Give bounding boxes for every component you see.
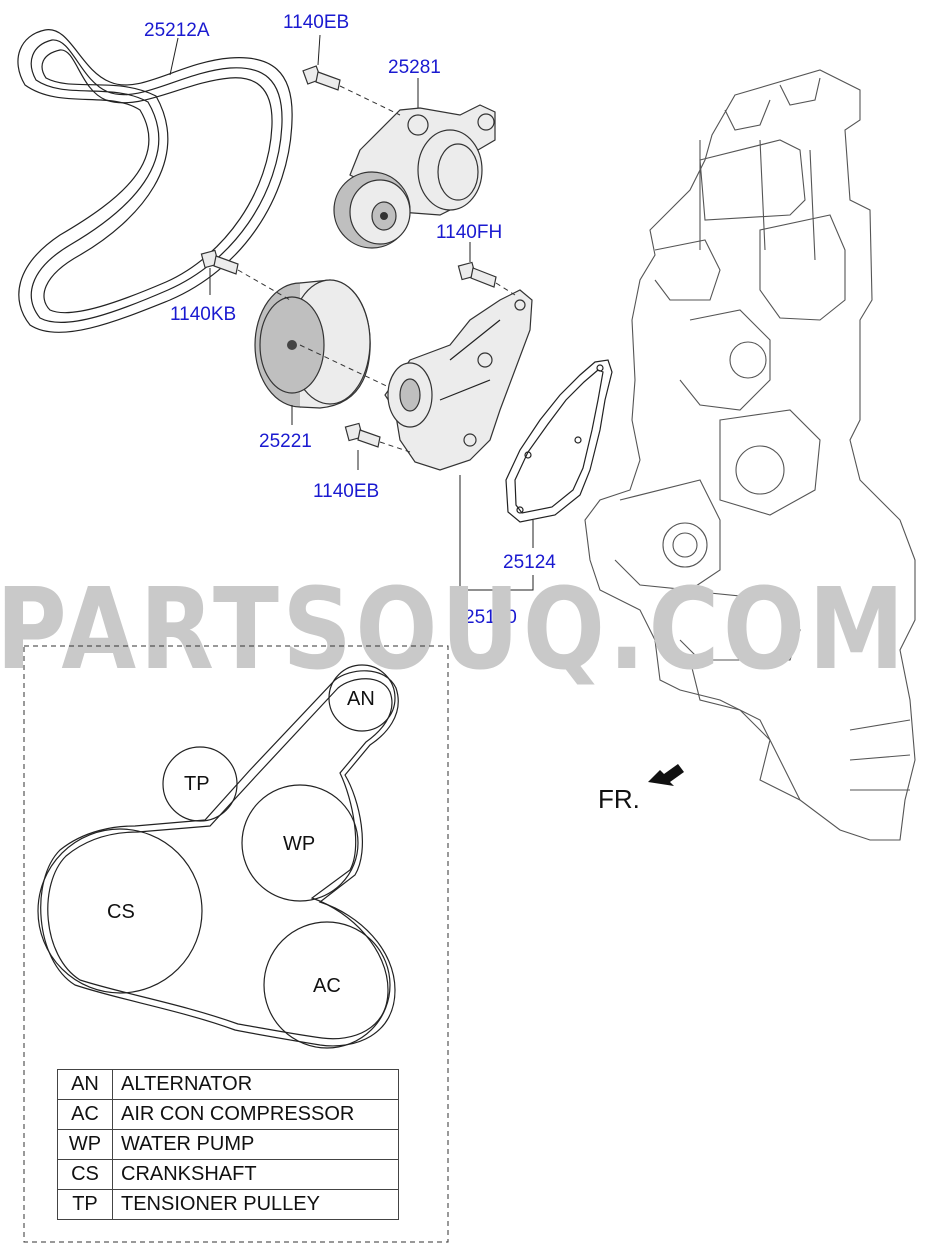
- pulley-circle-tp: [162, 746, 238, 822]
- pulley-label-cs: CS: [107, 901, 135, 923]
- pulley-circle-ac: [263, 921, 391, 1049]
- tensioner-illustration[interactable]: [333, 104, 496, 249]
- water-pump-illustration[interactable]: [384, 289, 533, 471]
- water-pump-pulley-illustration[interactable]: [254, 279, 371, 409]
- pulley-circle-cs: [37, 828, 203, 994]
- pulley-legend-table: AN ALTERNATOR AC AIR CON COMPRESSOR WP W…: [57, 1069, 399, 1220]
- pump-bolt-illustration[interactable]: [344, 422, 381, 448]
- legend-row: TP TENSIONER PULLEY: [57, 1189, 399, 1220]
- pulley-label-ac: AC: [313, 975, 341, 997]
- legend-description: TENSIONER PULLEY: [112, 1189, 399, 1220]
- legend-code: AC: [57, 1099, 113, 1130]
- pulley-label-an: AN: [347, 688, 375, 710]
- legend-description: WATER PUMP: [112, 1129, 399, 1160]
- part-label-pump-stud[interactable]: 1140FH: [436, 222, 502, 243]
- pulley-circle-wp: [241, 784, 359, 902]
- part-labels: 25212A 1140EB 25281 1140FH 1140KB 25221 …: [144, 12, 556, 628]
- direction-label: FR.: [598, 784, 640, 814]
- front-arrow-icon: [648, 764, 684, 786]
- part-label-pump-bolt[interactable]: 1140EB: [313, 481, 379, 502]
- legend-description: CRANKSHAFT: [112, 1159, 399, 1190]
- part-label-belt[interactable]: 25212A: [144, 20, 210, 41]
- legend-row: AC AIR CON COMPRESSOR: [57, 1099, 399, 1130]
- legend-description: AIR CON COMPRESSOR: [112, 1099, 399, 1130]
- part-label-pulley[interactable]: 25221: [259, 431, 312, 452]
- legend-code: TP: [57, 1189, 113, 1220]
- part-label-pulley-bolt[interactable]: 1140KB: [170, 304, 236, 325]
- leader-lines: [169, 34, 534, 600]
- pulley-circle-an: [328, 664, 396, 732]
- engine-block-illustration: [584, 69, 916, 841]
- part-label-water-pump[interactable]: 25100: [464, 607, 517, 628]
- legend-row: CS CRANKSHAFT: [57, 1159, 399, 1190]
- belt-routing-diagram: AN TP WP CS AC: [37, 664, 399, 1049]
- pulley-label-tp: TP: [184, 773, 210, 795]
- legend-code: CS: [57, 1159, 113, 1190]
- part-label-tensioner[interactable]: 25281: [388, 57, 441, 78]
- gasket-illustration[interactable]: [505, 359, 613, 523]
- pulley-label-wp: WP: [283, 833, 315, 855]
- pulley-bolt-illustration[interactable]: [200, 249, 239, 275]
- legend-description: ALTERNATOR: [112, 1069, 399, 1100]
- pump-stud-illustration[interactable]: [457, 261, 497, 288]
- tensioner-bolt-illustration[interactable]: [302, 65, 341, 91]
- legend-code: WP: [57, 1129, 113, 1160]
- legend-row: AN ALTERNATOR: [57, 1069, 399, 1100]
- part-label-gasket[interactable]: 25124: [503, 552, 556, 573]
- legend-row: WP WATER PUMP: [57, 1129, 399, 1160]
- front-direction-indicator: FR.: [598, 764, 684, 814]
- drive-belt-illustration[interactable]: [17, 29, 293, 333]
- belt-routing-frame: [23, 645, 449, 1243]
- part-label-tensioner-bolt[interactable]: 1140EB: [283, 12, 349, 33]
- watermark: PARTSOUQ.COM: [0, 565, 908, 695]
- legend-code: AN: [57, 1069, 113, 1100]
